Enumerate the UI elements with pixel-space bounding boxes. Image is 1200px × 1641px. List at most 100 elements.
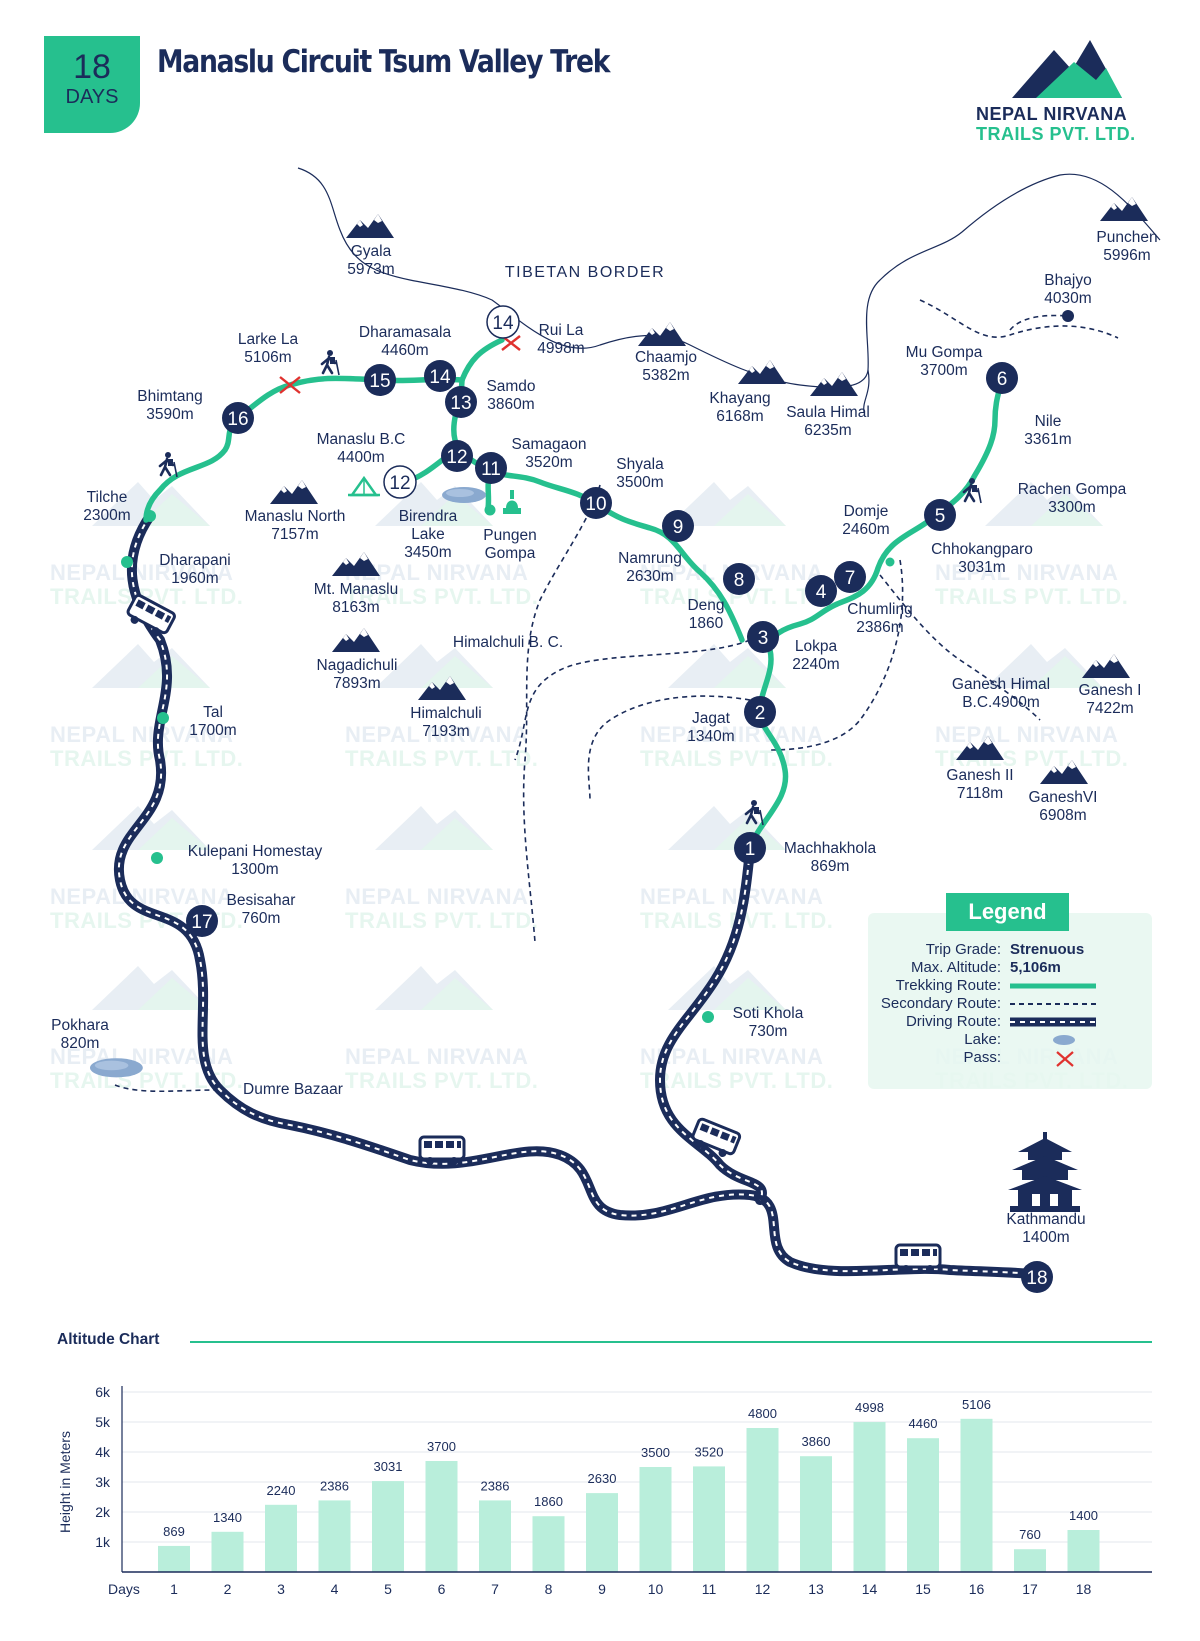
bar-day-1 xyxy=(158,1545,190,1572)
place-tilche-name: Tilche xyxy=(87,489,128,506)
bar-data-label: 4800 xyxy=(748,1406,777,1421)
day-marker: 10 xyxy=(580,487,612,519)
watermark-text: TRAILS PVT. LTD. xyxy=(640,1068,833,1093)
chart-title: Altitude Chart xyxy=(57,1331,160,1348)
place-nagadichuli-name: Nagadichuli xyxy=(317,657,398,674)
tibetan-border-line xyxy=(863,369,870,413)
day-marker: 1 xyxy=(734,832,766,864)
place-chhokangparo-altitude: 3031m xyxy=(958,559,1005,576)
place-mt-manaslu-altitude: 8163m xyxy=(332,599,379,616)
legend-row-trip-grade: Trip Grade: Strenuous xyxy=(868,941,1152,959)
x-tick-label: 3 xyxy=(277,1581,285,1597)
trekking-route xyxy=(143,337,1005,851)
bar-data-label: 2240 xyxy=(267,1483,296,1498)
svg-text:3: 3 xyxy=(758,628,769,649)
day-marker: 3 xyxy=(747,621,779,653)
place-bhimtang-name: Bhimtang xyxy=(137,388,202,405)
mountain-icon xyxy=(638,322,686,346)
y-tick-label: 2k xyxy=(95,1504,111,1520)
secondary-routes xyxy=(114,299,1119,1093)
watermark-text: NEPAL NIRVANA xyxy=(345,722,528,747)
mountain-icon xyxy=(810,372,858,396)
legend-row-driving-route: Driving Route: xyxy=(868,1013,1152,1031)
x-tick-label: 9 xyxy=(598,1581,606,1597)
place-pungen-gompa-name: Pungen xyxy=(483,527,536,544)
place-namrung-altitude: 2630m xyxy=(626,568,673,585)
svg-text:11: 11 xyxy=(481,459,501,480)
place-rachen-gompa-altitude: 3300m xyxy=(1048,499,1095,516)
watermark-text: NEPAL NIRVANA xyxy=(640,722,823,747)
mountain-icon xyxy=(332,628,380,652)
svg-text:13: 13 xyxy=(450,393,471,414)
place-besisahar-name: Besisahar xyxy=(227,892,296,909)
bar-day-14 xyxy=(853,1422,886,1572)
place-chaamjo-name: Chaamjo xyxy=(635,349,697,366)
bar-day-6 xyxy=(425,1461,458,1572)
place-manaslu-north-altitude: 7157m xyxy=(271,526,318,543)
place-birendra-lake-altitude: 3450m xyxy=(404,544,451,561)
place-dharamasala-name: Dharamasala xyxy=(359,324,452,341)
day-marker: 15 xyxy=(364,364,396,396)
driving-route-swatch xyxy=(1010,1017,1096,1027)
x-tick-label: 12 xyxy=(755,1581,771,1597)
legend-row-secondary-route: Secondary Route: xyxy=(868,995,1152,1013)
gompa-stupa-icon xyxy=(503,490,521,514)
svg-text:14: 14 xyxy=(492,313,514,334)
day-marker: 16 xyxy=(222,402,254,434)
bar-data-label: 3500 xyxy=(641,1445,670,1460)
place-punchen-name: Punchen xyxy=(1096,229,1157,246)
day-marker: 11 xyxy=(475,452,507,484)
watermark-text: TRAILS PVT. LTD. xyxy=(935,584,1128,609)
svg-text:8: 8 xyxy=(734,570,745,591)
place-tal-name: Tal xyxy=(203,704,223,721)
bar-day-11 xyxy=(693,1466,725,1572)
pass-icon xyxy=(1056,1051,1074,1067)
place-mu-gompa-altitude: 3700m xyxy=(920,362,967,379)
place-nile-name: Nile xyxy=(1035,413,1062,430)
place-ganesh-vi-name: GaneshVI xyxy=(1029,789,1098,806)
driving-route xyxy=(113,511,1045,1280)
bar-day-2 xyxy=(211,1531,244,1572)
x-tick-label: 8 xyxy=(545,1581,553,1597)
place-dumre-bazaar-name: Dumre Bazaar xyxy=(243,1081,343,1098)
y-tick-label: 4k xyxy=(95,1444,111,1460)
place-rui-la-name: Rui La xyxy=(539,322,584,339)
place-ganesh-himal-bc-name: Ganesh Himal xyxy=(952,676,1050,693)
place-besisahar-altitude: 760m xyxy=(242,910,281,927)
place-chhokangparo-name: Chhokangparo xyxy=(931,541,1033,558)
bar-data-label: 4460 xyxy=(909,1416,938,1431)
place-khayang-altitude: 6168m xyxy=(716,408,763,425)
svg-text:18: 18 xyxy=(1026,1268,1047,1289)
day-marker: 7 xyxy=(834,561,866,593)
place-pokhara-name: Pokhara xyxy=(51,1017,109,1034)
place-domje-altitude: 2460m xyxy=(842,521,889,538)
day-marker: 9 xyxy=(662,510,694,542)
legend-row-max-altitude: Max. Altitude: 5,106m xyxy=(868,959,1152,977)
place-manaslu-bc-altitude: 4400m xyxy=(337,449,384,466)
days-badge: 18 DAYS xyxy=(44,36,140,133)
bar-day-5 xyxy=(372,1481,404,1572)
x-tick-label: 14 xyxy=(862,1581,878,1597)
secondary-route-swatch xyxy=(1010,1003,1096,1005)
place-gyala-name: Gyala xyxy=(351,243,392,260)
bar-day-4 xyxy=(318,1500,351,1572)
watermark-text: TRAILS PVT. LTD. xyxy=(345,746,538,771)
day-marker: 12 xyxy=(441,440,473,472)
place-soti-khola-altitude: 730m xyxy=(749,1023,788,1040)
svg-text:12: 12 xyxy=(446,447,467,468)
x-tick-label: 5 xyxy=(384,1581,392,1597)
watermark-text: TRAILS PVT. LTD. xyxy=(345,1068,538,1093)
place-pungen-gompa-name-2: Gompa xyxy=(485,545,536,562)
x-tick-label: 11 xyxy=(702,1581,717,1597)
place-samdo-name: Samdo xyxy=(486,378,535,395)
place-kulepani-name: Kulepani Homestay xyxy=(188,843,323,860)
bar-data-label: 3031 xyxy=(374,1459,403,1474)
place-shyala-altitude: 3500m xyxy=(616,474,663,491)
page-title: Manaslu Circuit Tsum Valley Trek xyxy=(157,44,611,80)
legend-label: Trekking Route: xyxy=(895,977,1001,994)
day-marker: 17 xyxy=(186,905,218,937)
legend-title: Legend xyxy=(946,893,1069,931)
day-markers: 1 2 3 4 5 6 7 8 9 10 11 12 13 14 15 16 1… xyxy=(186,305,1053,1293)
watermark-text: TRAILS PVT. LTD. xyxy=(345,584,538,609)
chart-bars xyxy=(158,1418,1100,1572)
